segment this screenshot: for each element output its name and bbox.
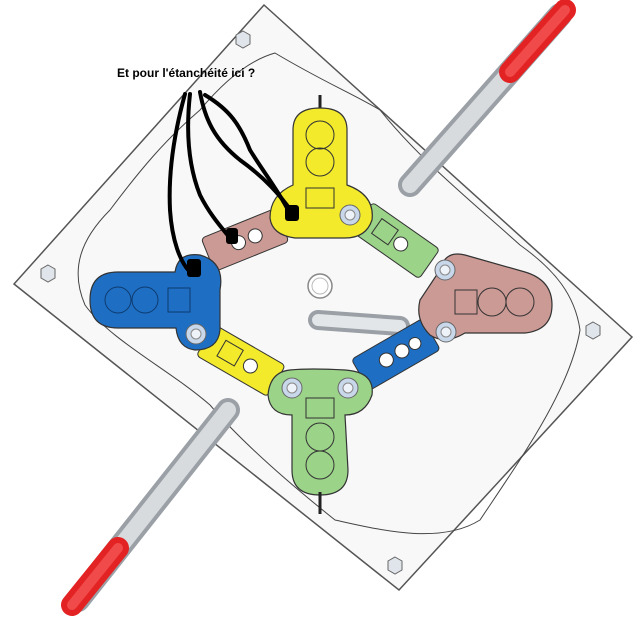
jaw-blue-left (89, 254, 222, 351)
jaw-rose-right (418, 253, 553, 343)
corner-screw-bottom (387, 556, 403, 575)
link-blue-lower (352, 319, 440, 390)
annotation-marks (187, 205, 299, 277)
rod-lower-left (61, 398, 240, 616)
center-bore (307, 273, 333, 299)
annotation-arrows (167, 90, 294, 274)
annotation-label: Et pour l'étanchéité ici ? (117, 66, 256, 80)
corner-screw-right (585, 321, 601, 340)
rod-upper-right (398, 0, 576, 197)
inner-outline (77, 52, 581, 535)
jaw-green-bottom (267, 368, 373, 514)
rod-center (308, 310, 410, 336)
corner-screw-left (40, 264, 56, 283)
corner-screw-top (235, 30, 251, 49)
link-green-upper (352, 203, 439, 278)
